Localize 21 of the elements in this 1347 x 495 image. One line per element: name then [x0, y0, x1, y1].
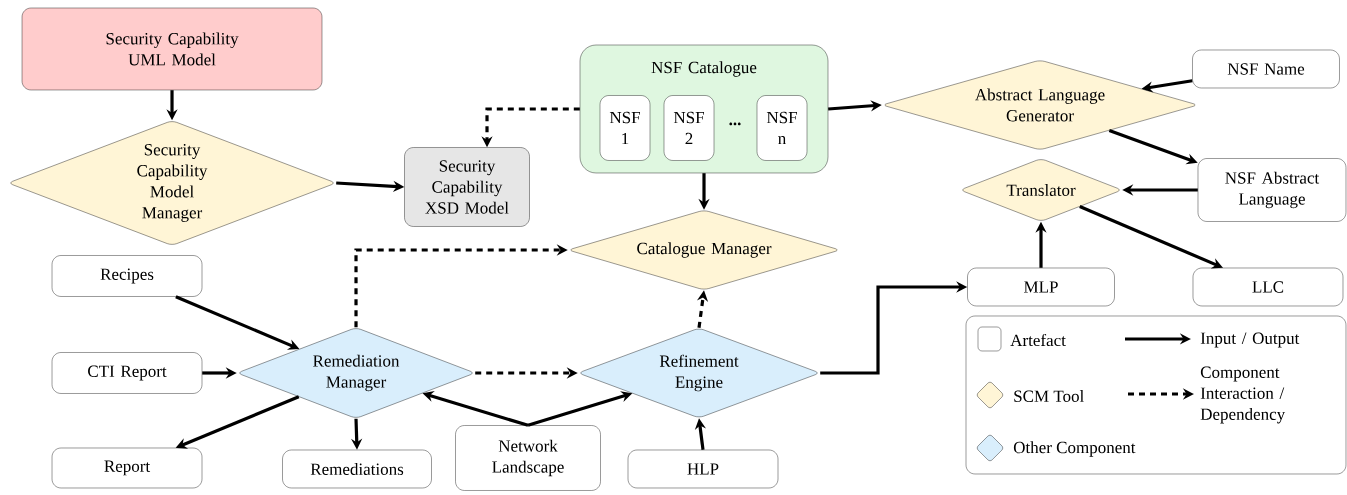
legend-label: Other Component [1013, 441, 1136, 457]
artefact-box: NSF Name [1192, 49, 1340, 89]
function-box: NSF n [756, 95, 808, 161]
artefact-box: Network Landscape [455, 425, 601, 491]
artefact-box: CTI Report [51, 352, 203, 394]
function-box: NSF 2 [663, 95, 715, 161]
function-box: NSF 1 [599, 95, 651, 161]
artefact-box: LLC [1192, 267, 1344, 307]
artefact-box: NSF Abstract Language [1197, 158, 1347, 222]
artefact-box: Recipes [51, 255, 203, 297]
legend-label: Artefact [1010, 333, 1066, 347]
model-box: Security Capability XSD Model [404, 147, 530, 227]
artefact-box: Remediations [282, 449, 432, 489]
legend-label: SCM Tool [1014, 390, 1084, 402]
ellipsis: ... [729, 122, 741, 126]
legend-label: Component Interaction / Dependency [1200, 366, 1286, 424]
artefact-box: MLP [967, 267, 1115, 307]
artefact-box: Report [51, 447, 203, 489]
model-box: Security Capability UML Model [21, 7, 323, 91]
artefact-box: HLP [627, 449, 779, 489]
legend-label: Input / Output [1200, 332, 1300, 348]
